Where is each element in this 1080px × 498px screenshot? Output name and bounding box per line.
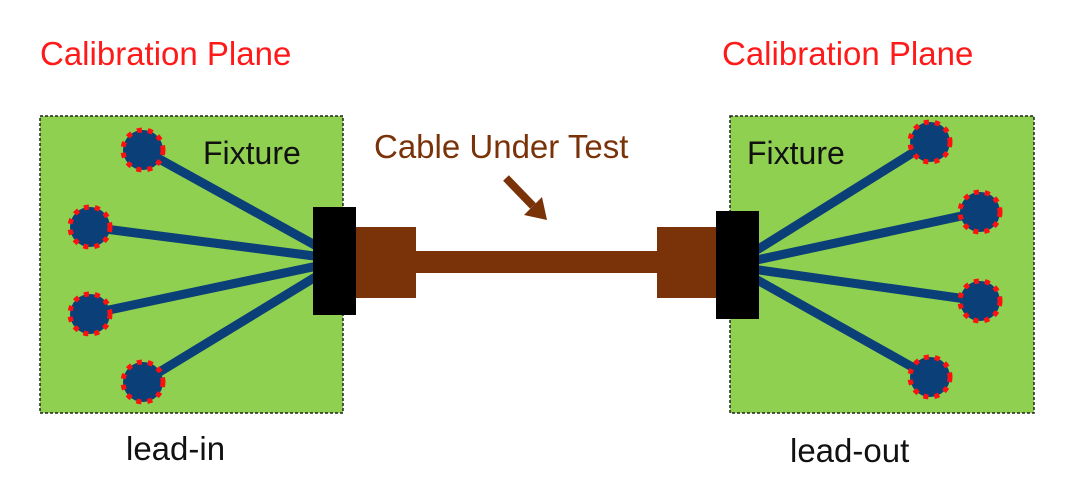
fixture-right-board — [729, 115, 1035, 414]
trace-right — [751, 264, 981, 306]
trace-left — [89, 222, 323, 262]
trace-right — [749, 138, 933, 257]
calibration-plane-right-label: Calibration Plane — [722, 35, 973, 72]
calibration-plane-left-label: Calibration Plane — [40, 35, 291, 72]
fixture-left — [39, 115, 356, 414]
arrow-icon — [503, 175, 547, 220]
fixture-right-label: Fixture — [747, 135, 845, 171]
trace-left — [140, 146, 325, 253]
fixture-left-board — [39, 115, 344, 414]
pad-icon — [957, 278, 1003, 324]
connector-right — [716, 211, 759, 319]
pads-right — [907, 119, 1003, 400]
connector-left — [313, 207, 356, 315]
trace-right — [749, 273, 933, 381]
pad-icon — [957, 189, 1003, 235]
trace-left — [140, 269, 325, 386]
lead-out-caption: lead-out — [790, 432, 909, 469]
fixture-left-label: Fixture — [203, 135, 301, 171]
trace-right — [751, 207, 981, 266]
cable-plug-left — [356, 227, 416, 298]
cable-under-test — [356, 227, 717, 298]
pad-icon — [67, 204, 113, 250]
pad-icon — [120, 127, 166, 173]
trace-left — [89, 260, 323, 319]
cable-under-test-label: Cable Under Test — [374, 128, 628, 165]
pad-icon — [907, 354, 953, 400]
cable-body — [416, 251, 658, 273]
lead-in-caption: lead-in — [126, 430, 225, 467]
pad-icon — [907, 119, 953, 165]
fixture-right — [729, 115, 1035, 414]
pad-icon — [67, 291, 113, 337]
pads-left — [67, 127, 166, 405]
traces-left — [89, 146, 325, 386]
traces-right — [749, 138, 981, 381]
cable-plug-right — [657, 227, 717, 298]
pad-icon — [120, 359, 166, 405]
